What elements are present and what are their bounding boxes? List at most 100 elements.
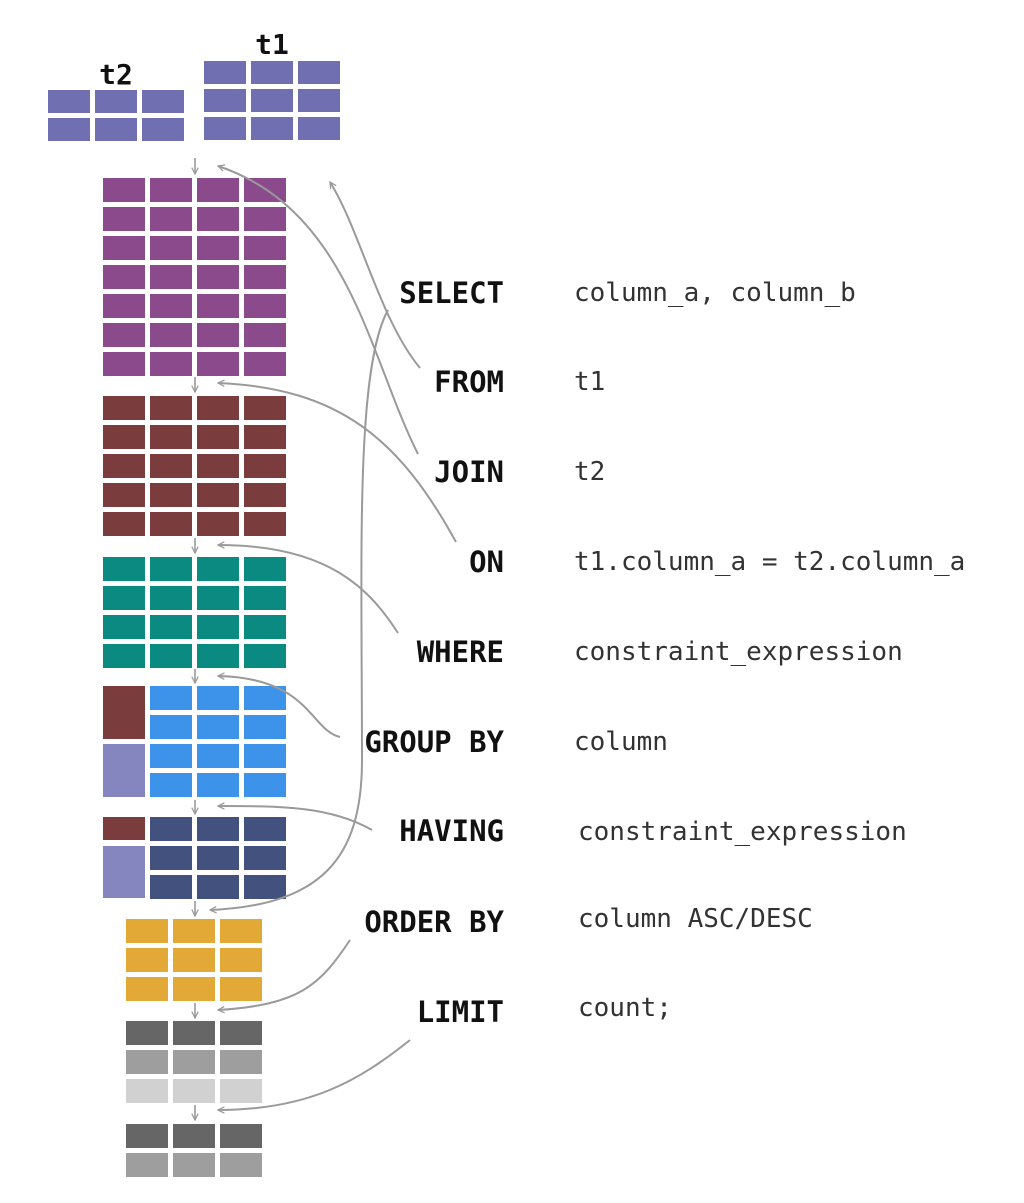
grid-join-cell — [244, 236, 286, 260]
grid-select-cell — [173, 1153, 215, 1177]
clause-keyword-having: HAVING — [399, 814, 504, 848]
grid-join-cell — [150, 265, 192, 289]
grid-having — [103, 817, 286, 899]
grid-where — [103, 557, 286, 668]
table-t1-cell — [204, 89, 246, 112]
grid-join-cell — [103, 323, 145, 347]
grid-on-cell — [197, 512, 239, 536]
grid-where-cell — [103, 644, 145, 668]
grid-on-cell — [244, 396, 286, 420]
group-key-cell — [103, 817, 145, 840]
grid-group-by-values-cell — [197, 744, 239, 768]
grid-where-cell — [197, 586, 239, 610]
grid-group-by-values-cell — [150, 773, 192, 797]
grid-on-cell — [103, 483, 145, 507]
grid-having-values-cell — [244, 817, 286, 841]
grid-on-cell — [150, 396, 192, 420]
grid-on-cell — [103, 454, 145, 478]
grid-order-by-cell — [126, 948, 168, 972]
grid-limit-cell — [173, 1079, 215, 1103]
table-t1-grid — [204, 61, 340, 140]
grid-where-cell — [103, 557, 145, 581]
grid-where-cell — [244, 557, 286, 581]
grid-join-cell — [103, 236, 145, 260]
table-t2-cell — [142, 90, 184, 113]
grid-join-cell — [103, 265, 145, 289]
grid-limit — [126, 1021, 262, 1103]
grid-order-by-cell — [173, 977, 215, 1001]
grid-join-cell — [103, 294, 145, 318]
grid-group-by — [103, 686, 286, 797]
grid-limit-cell — [126, 1050, 168, 1074]
grid-having-values — [150, 817, 286, 899]
clause-expression-on: t1.column_a = t2.column_a — [574, 547, 965, 577]
connector-from — [329, 182, 421, 369]
connector-order-by — [218, 939, 351, 1010]
clause-expression-from: t1 — [574, 367, 605, 397]
grid-join-cell — [244, 323, 286, 347]
clause-expression-select: column_a, column_b — [574, 278, 856, 308]
table-t1 — [204, 61, 340, 140]
clause-keyword-group-by: GROUP BY — [364, 725, 504, 759]
grid-select-cell — [126, 1153, 168, 1177]
grid-where-cell — [244, 615, 286, 639]
grid-group-by-values-cell — [150, 715, 192, 739]
clause-keyword-order-by: ORDER BY — [364, 905, 504, 939]
grid-having-values-cell — [197, 846, 239, 870]
table-t1-cell — [251, 117, 293, 140]
group-key-cell — [103, 744, 145, 797]
clause-keyword-where: WHERE — [417, 635, 504, 669]
grid-group-by-values-cell — [197, 686, 239, 710]
grid-select — [126, 1124, 262, 1177]
grid-join-cell — [197, 294, 239, 318]
grid-join — [103, 178, 286, 376]
grid-group-by-values-cell — [244, 744, 286, 768]
clause-keyword-limit: LIMIT — [417, 995, 504, 1029]
grid-order-by-cell — [220, 948, 262, 972]
grid-having-values-cell — [244, 846, 286, 870]
grid-join-cell — [103, 207, 145, 231]
grid-join-cell — [150, 323, 192, 347]
table-t2 — [48, 90, 184, 141]
grid-limit-cell — [220, 1050, 262, 1074]
grid-where-cell — [150, 557, 192, 581]
table-t1-cell — [251, 89, 293, 112]
clause-expression-having: constraint_expression — [578, 817, 907, 847]
grid-where-cell — [150, 644, 192, 668]
connector-having — [218, 806, 373, 831]
grid-join-cell — [197, 352, 239, 376]
grid-order-by-cell — [173, 919, 215, 943]
grid-on-cell — [244, 483, 286, 507]
grid-on-cell — [244, 512, 286, 536]
grid-join-cell — [197, 323, 239, 347]
grid-order-by-cell — [126, 919, 168, 943]
grid-join-cell — [150, 207, 192, 231]
group-key-cell — [103, 686, 145, 739]
table-t2-cell — [95, 90, 137, 113]
clause-expression-where: constraint_expression — [574, 637, 903, 667]
grid-where-cell — [244, 586, 286, 610]
grid-where-cell — [103, 586, 145, 610]
connector-on — [218, 383, 457, 543]
grid-group-by-values-cell — [244, 686, 286, 710]
clause-keyword-join: JOIN — [434, 455, 504, 489]
clause-expression-limit: count; — [578, 993, 672, 1023]
grid-group-by-values-cell — [150, 686, 192, 710]
table-t1-cell — [298, 89, 340, 112]
table-t2-cell — [48, 90, 90, 113]
table-t1-cell — [298, 61, 340, 84]
grid-on-cell — [103, 425, 145, 449]
grid-join-cell — [197, 178, 239, 202]
grid-limit-cell — [173, 1050, 215, 1074]
grid-on-cell — [150, 483, 192, 507]
grid-limit-cell — [126, 1021, 168, 1045]
connector-where — [218, 545, 399, 634]
grid-join-cell — [103, 178, 145, 202]
clause-expression-group-by: column — [574, 727, 668, 757]
grid-group-by-values — [150, 686, 286, 797]
grid-where-cell — [197, 615, 239, 639]
group-key-cell — [103, 846, 145, 898]
table-t2-cell — [95, 118, 137, 141]
